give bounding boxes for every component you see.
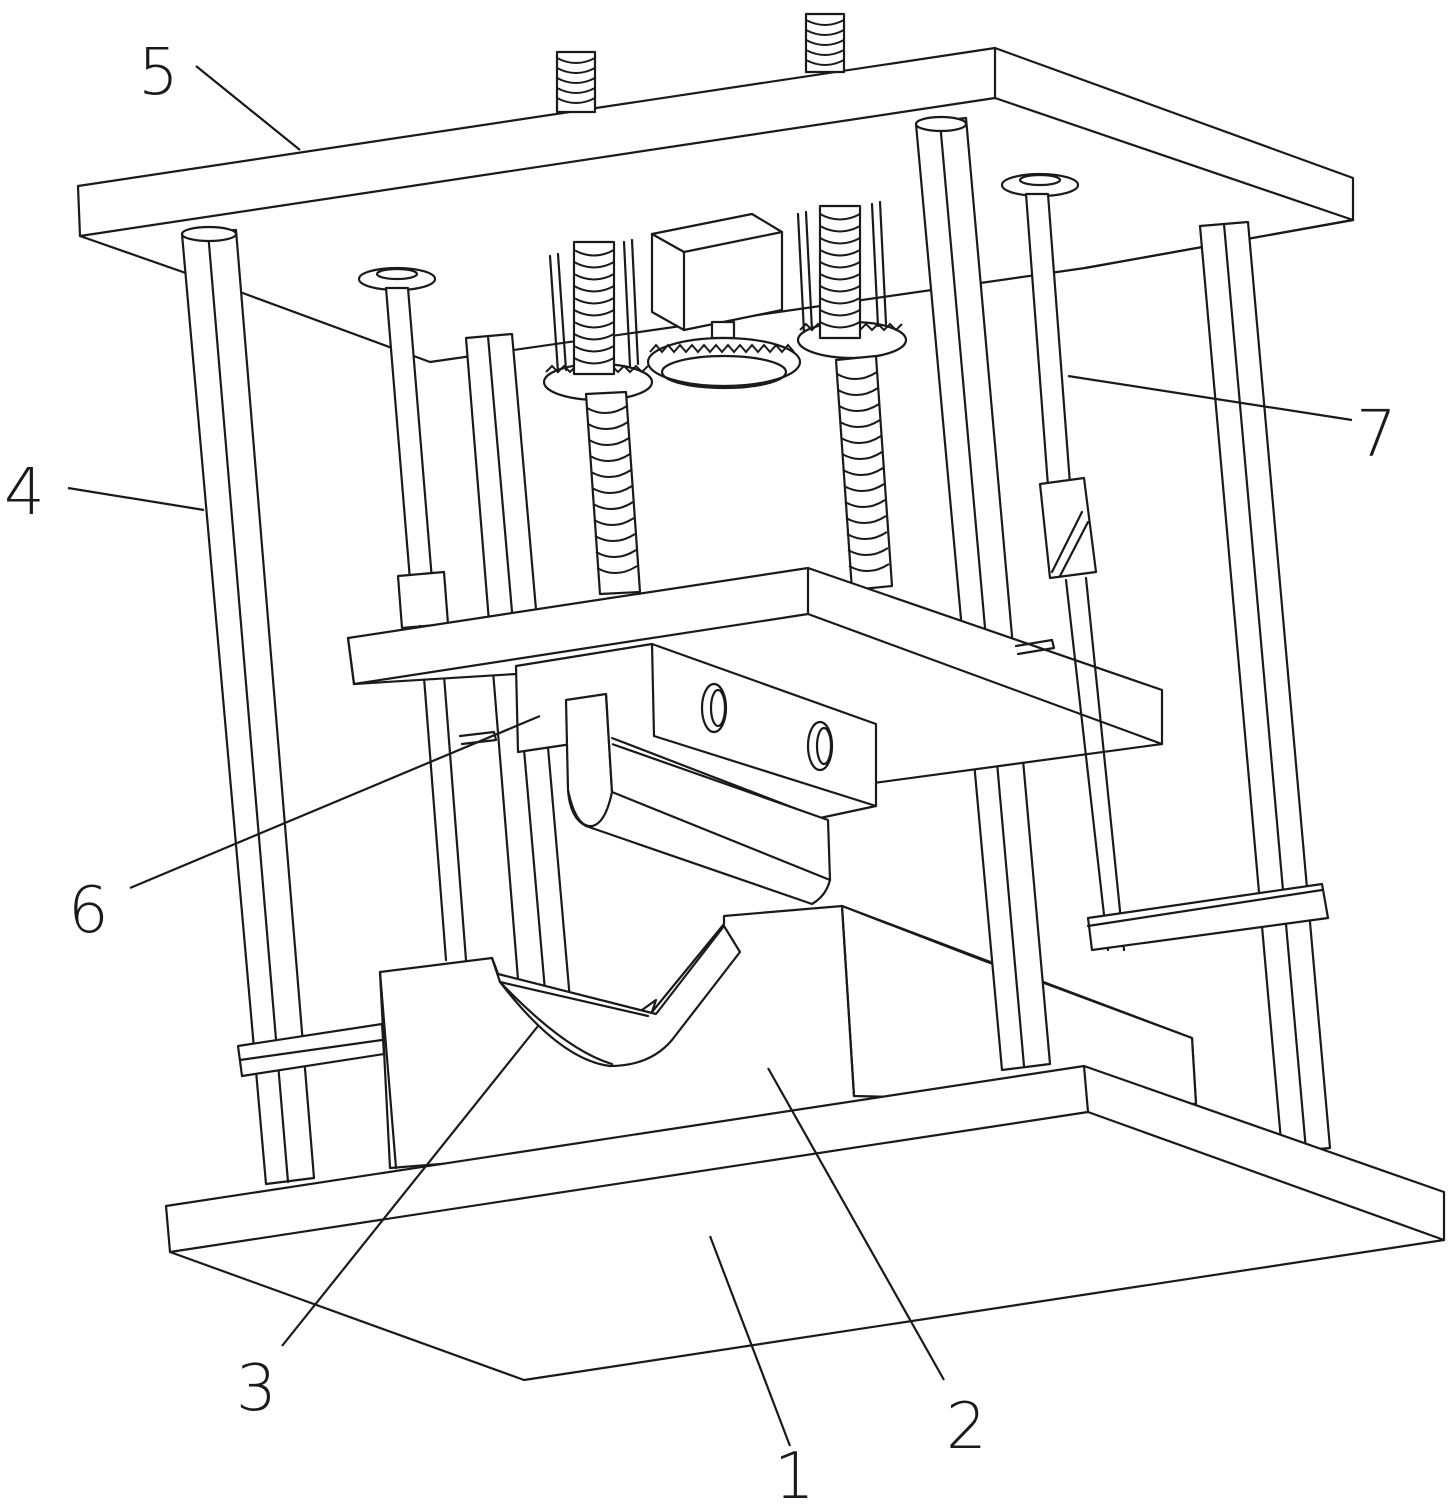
leader-7 [1068, 376, 1352, 420]
leader-5 [196, 66, 300, 150]
callout-5: 5 [138, 36, 179, 110]
callout-7: 7 [1356, 398, 1397, 472]
rear-guide-post-right [1200, 222, 1330, 1152]
spring-rod-left [359, 268, 466, 960]
base-plate [166, 1066, 1444, 1380]
callout-1: 1 [774, 1440, 815, 1508]
callout-3: 3 [236, 1352, 277, 1426]
callout-2: 2 [946, 1390, 987, 1464]
leader-4 [68, 488, 204, 510]
top-bolt-left [557, 52, 595, 112]
drive-motor [652, 214, 782, 338]
top-bolt-right [806, 14, 844, 72]
callout-6: 6 [68, 874, 109, 948]
leader-6 [130, 716, 540, 888]
callout-4: 4 [4, 456, 45, 530]
